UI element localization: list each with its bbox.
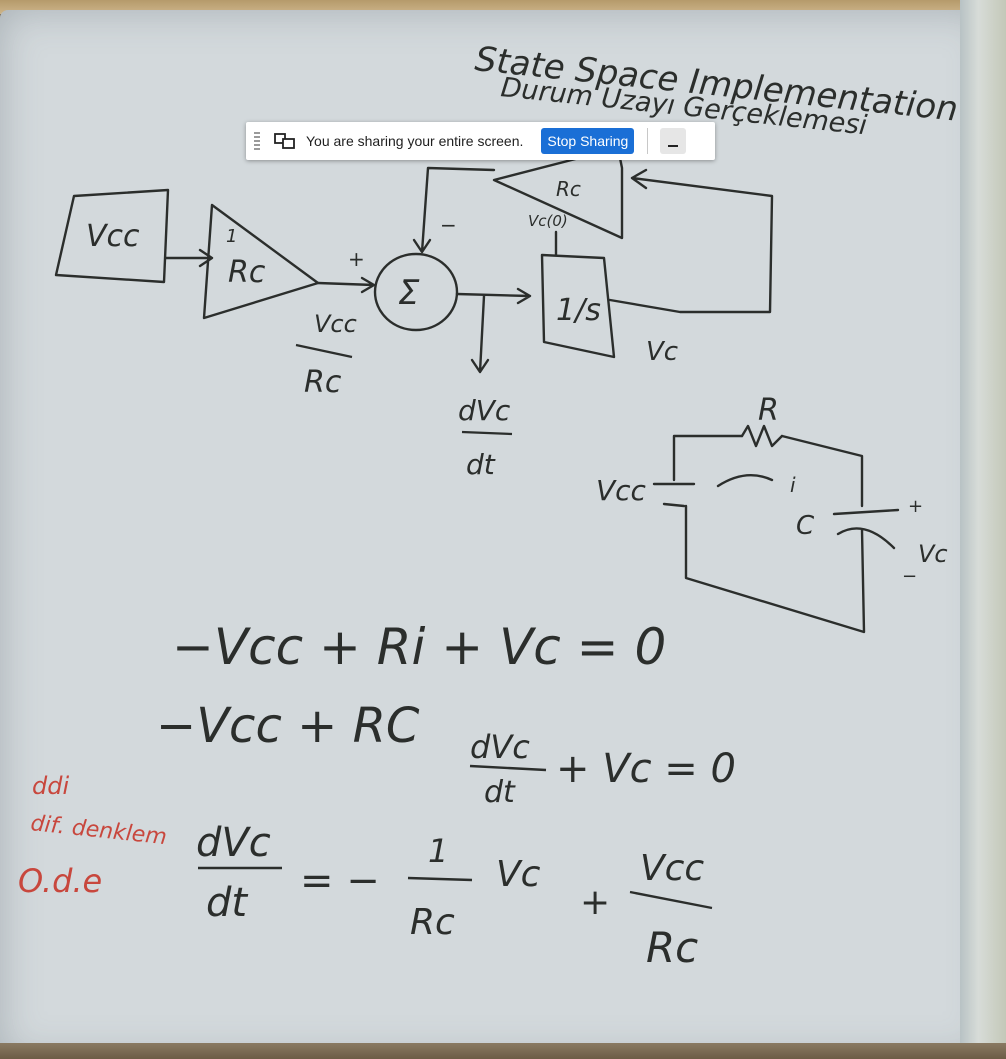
feedback-loop [608, 168, 774, 314]
state-eq-vc: Vc [496, 854, 541, 895]
derivative-numerator: dVc [458, 394, 511, 427]
derivative-denominator: dt [466, 448, 496, 481]
red-note-differential-equation: dif. denklem [29, 811, 168, 850]
red-note-ddi: ddi [32, 772, 69, 800]
board-frame-bottom [0, 1043, 1006, 1059]
screen-share-bar: You are sharing your entire screen. Stop… [246, 122, 715, 160]
state-eq-equals-minus: = − [300, 858, 380, 904]
sum-junction [373, 252, 459, 332]
battery-plates [652, 482, 696, 508]
current-arrow [716, 474, 774, 488]
capacitor-plates [832, 508, 900, 550]
stop-sharing-button[interactable]: Stop Sharing [541, 128, 635, 154]
circuit-resistor-label: R [758, 393, 779, 428]
minimize-icon [668, 145, 679, 147]
red-note-ode: O.d.e [18, 862, 102, 900]
minimize-button[interactable] [660, 128, 687, 154]
equation-kvl: −Vcc + Ri + Vc = 0 [172, 618, 666, 676]
sum-symbol: Σ [398, 273, 420, 313]
toolbar-separator [647, 128, 649, 154]
circuit-source-label: Vcc [596, 474, 647, 507]
gain-triangle [202, 203, 320, 320]
drag-handle[interactable] [254, 132, 260, 150]
vcc-block [54, 188, 170, 284]
gain-output-numerator: Vcc [314, 310, 357, 338]
sum-plus-sign: + [348, 247, 365, 271]
equation-2-fraction-denominator: dt [484, 775, 516, 810]
derivative-fraction-bar [461, 430, 513, 436]
circuit-minus-label: − [902, 566, 917, 587]
resistor-zigzag [740, 424, 784, 448]
equation-2-fraction-bar [469, 764, 547, 772]
arrow-gain-to-sum [316, 276, 376, 294]
state-eq-term-b-denominator: Rc [646, 923, 698, 972]
equation-2-fraction-numerator: dVc [470, 728, 530, 766]
arrow-vcc-to-gain [164, 248, 214, 268]
state-eq-term-a-fraction-bar [407, 876, 473, 882]
integrator-output-label: Vc [646, 337, 678, 367]
state-eq-term-b-numerator: Vcc [640, 848, 704, 889]
state-eq-term-a-denominator: Rc [410, 902, 455, 943]
feedback-gain-denominator: Rc [556, 177, 581, 201]
gain-numerator: 1 [226, 226, 237, 247]
feedback-to-sum [412, 166, 496, 254]
state-eq-term-b-fraction-bar [629, 890, 713, 910]
board-frame-right [960, 0, 1006, 1059]
whiteboard [0, 10, 990, 1059]
integrator-label: 1/s [556, 293, 601, 328]
integrator-block [540, 253, 616, 359]
circuit-capacitor-label: C [796, 511, 815, 541]
vcc-block-label: Vcc [86, 219, 140, 254]
gain-output-denominator: Rc [304, 365, 342, 400]
equation-2-left: −Vcc + RC [156, 698, 420, 754]
equation-2-right: + Vc = 0 [556, 746, 736, 792]
circuit-wire [672, 434, 866, 634]
gain-output-fraction-bar [295, 343, 353, 359]
state-eq-lhs-denominator: dt [206, 880, 248, 926]
derivative-tap [470, 294, 490, 374]
circuit-plus-label: + [908, 496, 923, 517]
circuit-vc-label: Vc [918, 540, 948, 568]
circuit-current-label: i [790, 473, 796, 497]
share-message: You are sharing your entire screen. [306, 133, 524, 149]
state-eq-term-a-numerator: 1 [428, 832, 448, 870]
state-eq-plus: + [580, 882, 610, 923]
state-eq-lhs-numerator: dVc [196, 820, 271, 866]
screen-share-icon [274, 133, 295, 149]
arrow-sum-to-integrator [455, 287, 532, 305]
gain-denominator: Rc [228, 255, 266, 290]
sum-minus-sign: − [440, 213, 457, 237]
initial-condition-label: Vc(0) [528, 212, 568, 230]
